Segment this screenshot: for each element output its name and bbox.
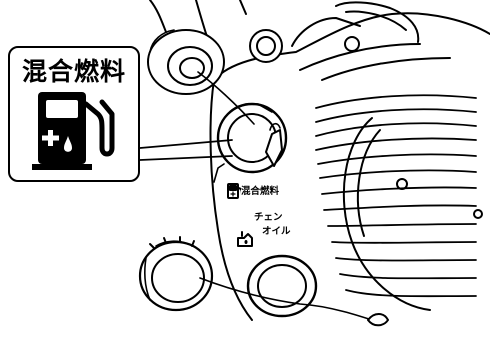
hose-line-top xyxy=(149,0,167,33)
housing-top-edge xyxy=(213,12,490,81)
housing-bolt-1 xyxy=(344,36,360,52)
housing-left-edge xyxy=(209,79,253,321)
top-plug xyxy=(249,29,283,63)
fuel-pump-icon xyxy=(32,92,115,170)
fuel-filler-port xyxy=(216,102,288,174)
housing-ridge-1 xyxy=(299,43,421,71)
frame-edge-top-2 xyxy=(239,0,247,15)
callout-pointer-2 xyxy=(139,155,233,161)
bottom-clip xyxy=(367,313,389,327)
engine-chain-oil-label-line2: オイル xyxy=(262,226,291,237)
callout-pointer-1 xyxy=(139,139,233,149)
starter-cover-inner xyxy=(356,129,381,237)
engine-oil-icon xyxy=(237,231,253,247)
engine-fuel-label: 混合燃料 xyxy=(241,186,280,197)
lower-cap xyxy=(138,236,214,312)
starter-center-screw xyxy=(396,178,408,190)
engine-fuel-icon xyxy=(227,183,243,199)
housing-bolt-2 xyxy=(473,209,483,219)
fuel-cap-tether xyxy=(197,71,255,125)
handle-loop-inner xyxy=(345,10,407,31)
cooling-fins xyxy=(315,94,477,298)
handle-loop xyxy=(335,1,420,43)
handle-bracket xyxy=(291,17,361,47)
oil-cap-tether xyxy=(199,277,379,323)
starter-cover-edge xyxy=(342,117,431,311)
housing-ridge-2 xyxy=(321,57,451,81)
oil-filler-port xyxy=(246,254,318,318)
engine-chain-oil-label-line1: チェン xyxy=(254,212,283,223)
filler-rim-edge xyxy=(213,163,225,183)
fuel-callout-box: 混合燃料 xyxy=(8,46,140,182)
callout-title: 混合燃料 xyxy=(21,57,126,86)
